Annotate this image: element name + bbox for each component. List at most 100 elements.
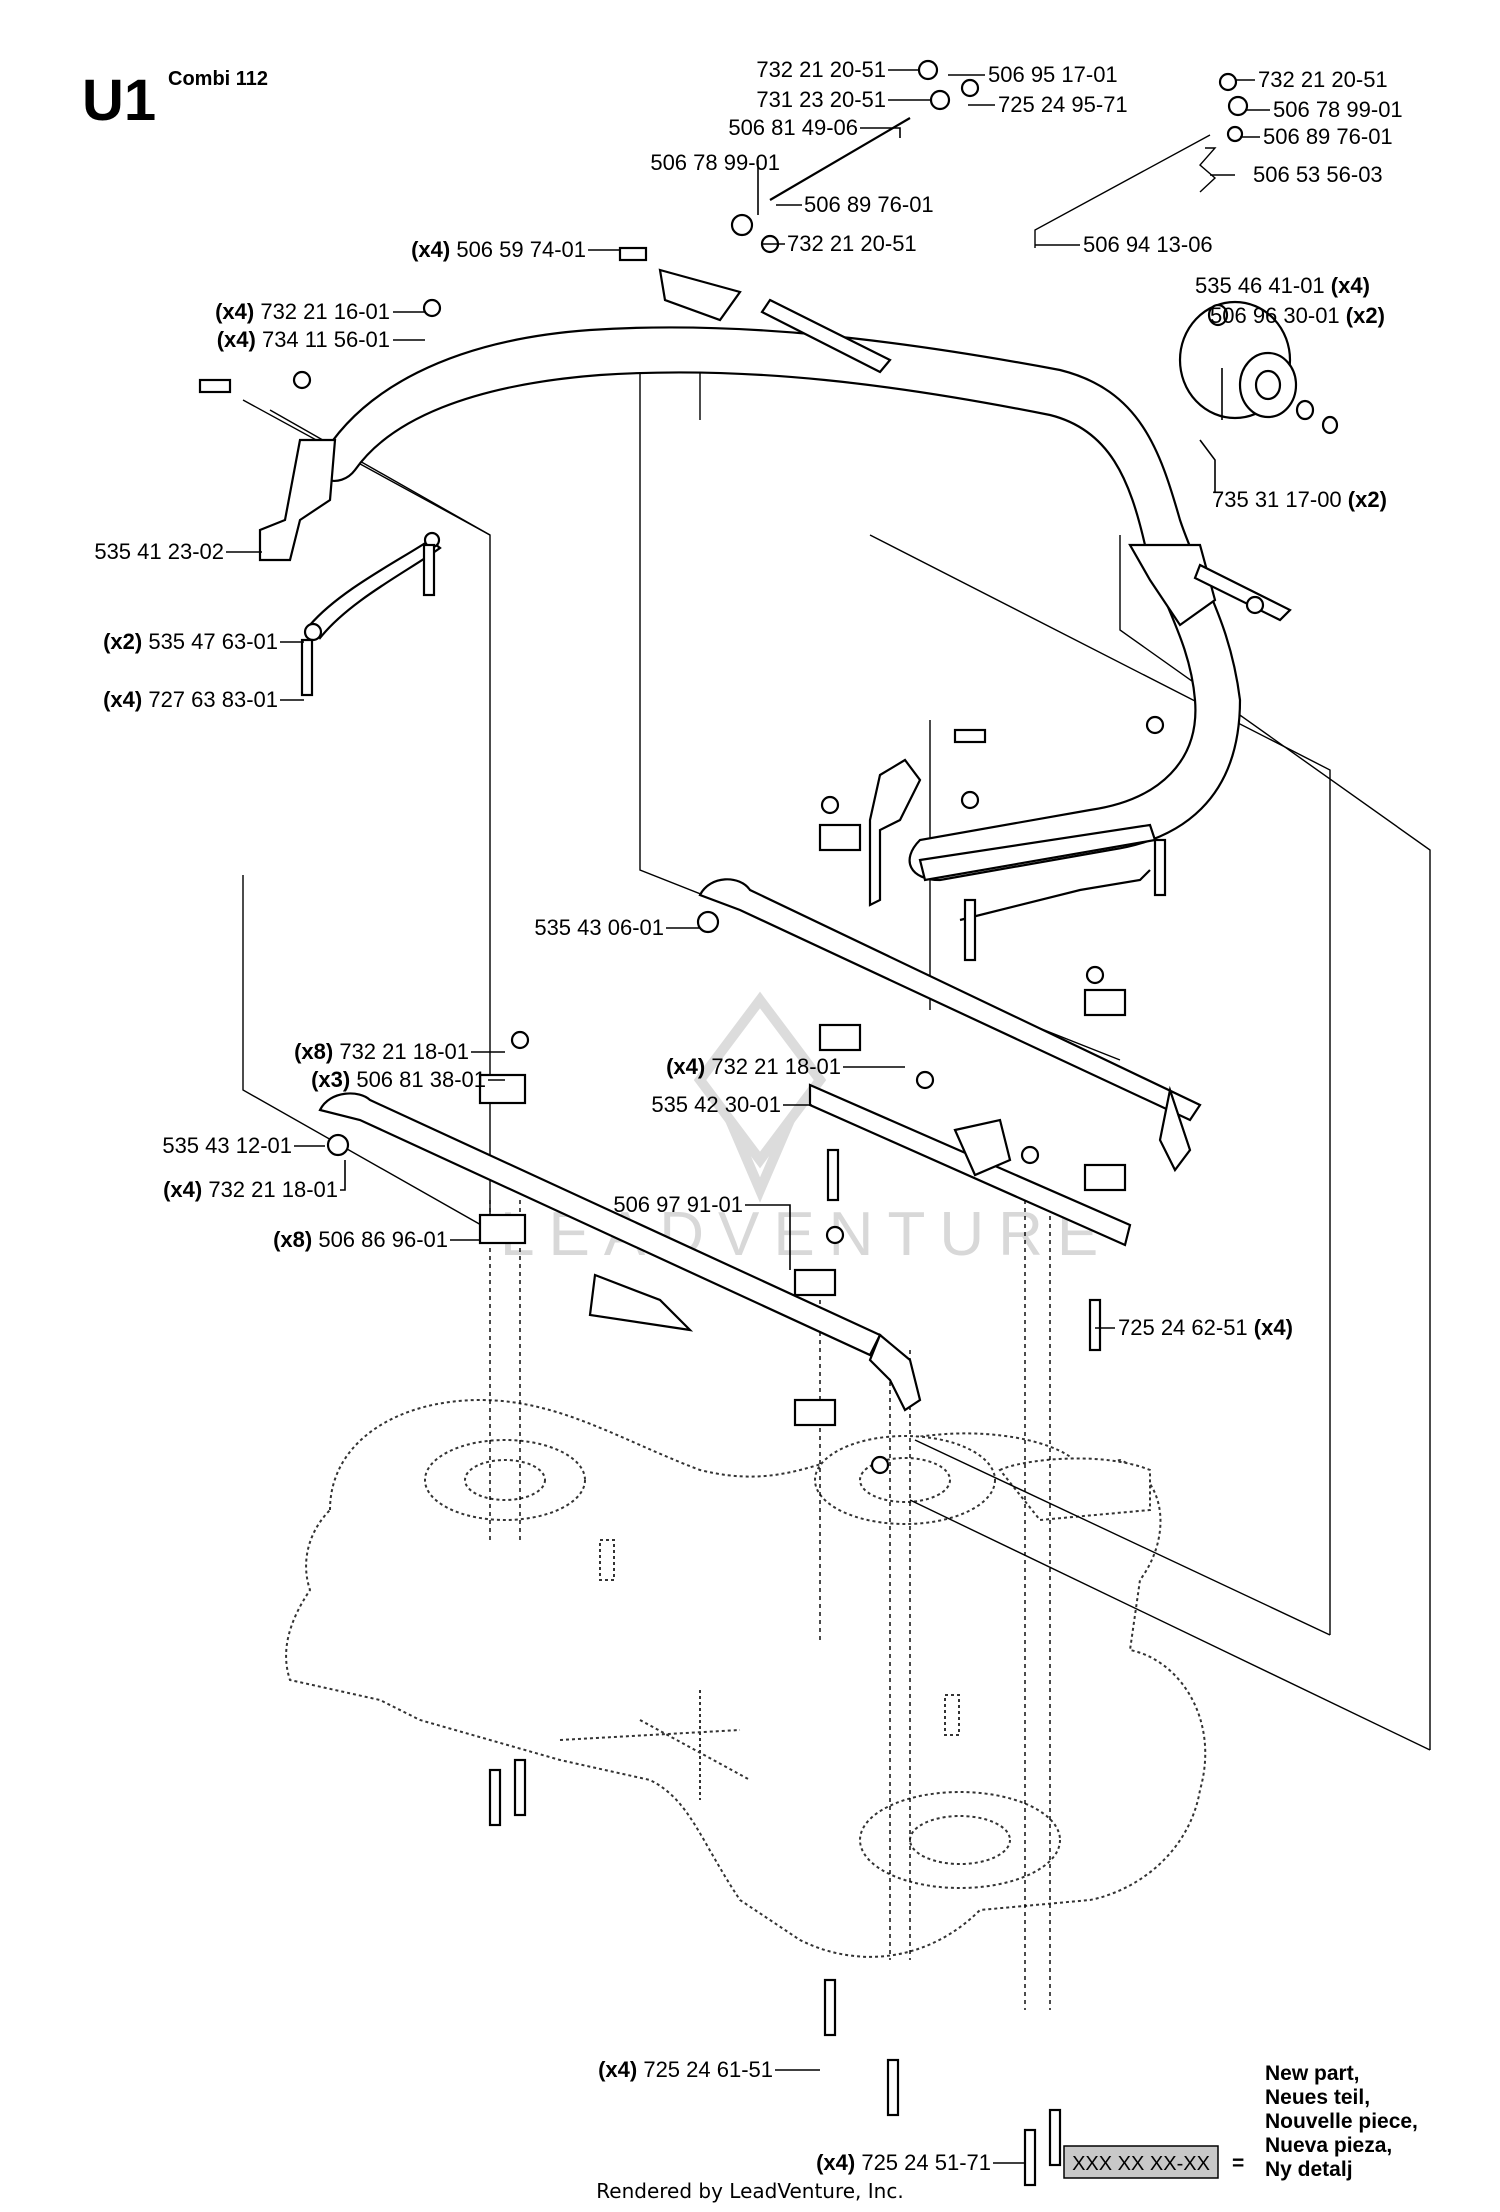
watermark-logo-icon [693,991,827,1203]
part-number: 732 21 18-01 [711,1054,841,1079]
part-number: 535 41 23-02 [94,539,224,564]
callout-c31: 506 97 91-01 [613,1192,743,1217]
part-number: 725 24 51-71 [861,2150,991,2175]
callout-labels: 732 21 20-51 731 23 20-51 506 81 49-06 5… [94,57,1402,2175]
callout-c34: (x4) 725 24 51-71 [816,2150,991,2175]
callout-c11: 506 89 76-01 [1263,124,1393,149]
callout-c8: 732 21 20-51 [787,231,917,256]
qty: (x2) [1346,303,1385,328]
qty: (x2) [1348,487,1387,512]
part-number: 506 81 38-01 [356,1067,486,1092]
callout-c25: (x3) 506 81 38-01 [311,1067,486,1092]
legend-line-4: Nueva pieza, [1265,2134,1392,2157]
part-number: 535 46 41-01 [1195,273,1325,298]
part-number: 506 78 99-01 [1273,97,1403,122]
legend-line-2: Neues teil, [1265,2086,1370,2109]
callout-c20: 535 41 23-02 [94,539,224,564]
middle-lift-bar [696,878,1202,1173]
part-number: 731 23 20-51 [756,87,886,112]
callout-c14: (x4) 506 59 74-01 [411,237,586,262]
callout-c17: 535 46 41-01 (x4) [1195,273,1370,298]
qty: (x4) [816,2150,855,2175]
qty: (x4) [598,2057,637,2082]
rear-bracket [868,758,1157,922]
legend-line-5: Ny detalj [1265,2158,1353,2181]
callout-c10: 506 78 99-01 [1273,97,1403,122]
callout-c24: (x8) 732 21 18-01 [294,1039,469,1064]
legend-line-3: Nouvelle piece, [1265,2110,1418,2133]
qty: (x4) [217,327,256,352]
callout-c2: 731 23 20-51 [756,87,886,112]
qty: (x4) [215,299,254,324]
front-lift-bar [318,1092,922,1412]
callout-c19: 735 31 17-00 (x2) [1212,487,1387,512]
top-linkage [730,59,1249,254]
part-number: 734 11 56-01 [262,327,390,352]
callout-c23: 535 43 06-01 [534,915,664,940]
qty: (x4) [1254,1315,1293,1340]
part-number: 506 81 49-06 [728,115,858,140]
part-number: 506 94 13-06 [1083,232,1213,257]
part-number: 535 42 30-01 [651,1092,781,1117]
callout-c7: 506 89 76-01 [804,192,934,217]
part-number: 506 59 74-01 [456,237,586,262]
qty: (x4) [1331,273,1370,298]
qty: (x4) [411,237,450,262]
leader-lines [226,69,1270,2164]
part-number: 732 21 18-01 [339,1039,469,1064]
callout-c5: 506 95 17-01 [988,62,1118,87]
part-number: 732 21 18-01 [208,1177,338,1202]
callout-c18: 506 96 30-01 (x2) [1210,303,1385,328]
right-bracket [1128,543,1292,627]
part-number: 535 47 63-01 [148,629,278,654]
qty: (x3) [311,1067,350,1092]
roller-wheel [1178,300,1339,435]
top-shaft [658,268,892,374]
legend: XXX XX XX-XX = New part, Neues teil, Nou… [1063,2062,1418,2181]
callout-c12: 506 53 56-03 [1253,162,1383,187]
bolts [198,246,1167,2187]
callout-c21: (x2) 535 47 63-01 [103,629,278,654]
part-number: 506 96 30-01 [1210,303,1340,328]
qty: (x8) [273,1227,312,1252]
callout-c6: 725 24 95-71 [998,92,1128,117]
part-number: 732 21 20-51 [1258,67,1388,92]
callout-c4: 506 78 99-01 [650,150,780,175]
part-number: 732 21 16-01 [260,299,390,324]
legend-equals: = [1232,2152,1244,2175]
part-number: 725 24 61-51 [643,2057,773,2082]
callout-c22: (x4) 727 63 83-01 [103,687,278,712]
callout-c1: 732 21 20-51 [756,57,886,82]
plate-bracket [808,1083,1132,1247]
callout-c28: (x8) 506 86 96-01 [273,1227,448,1252]
callout-c30: 535 42 30-01 [651,1092,781,1117]
pivot-blocks [478,823,1127,1427]
qty: (x4) [666,1054,705,1079]
callout-c16: (x4) 734 11 56-01 [217,327,390,352]
footer-credit: Rendered by LeadVenture, Inc. [596,2179,903,2203]
callout-c33: (x4) 725 24 61-51 [598,2057,773,2082]
part-number: 506 78 99-01 [650,150,780,175]
part-number: 506 89 76-01 [1263,124,1393,149]
left-bracket [258,438,442,642]
callout-c13: 506 94 13-06 [1083,232,1213,257]
callout-c29: (x4) 732 21 18-01 [666,1054,841,1079]
part-number: 506 89 76-01 [804,192,934,217]
diagram-code: U1 [82,68,156,133]
part-number: 725 24 95-71 [998,92,1128,117]
part-number: 732 21 20-51 [787,231,917,256]
part-number: 506 95 17-01 [988,62,1118,87]
part-number: 506 97 91-01 [613,1192,743,1217]
qty: (x4) [103,687,142,712]
diagram-model: Combi 112 [168,68,268,90]
callout-c27: (x4) 732 21 18-01 [163,1177,338,1202]
callout-c3: 506 81 49-06 [728,115,858,140]
part-number: 735 31 17-00 [1212,487,1342,512]
part-number: 732 21 20-51 [756,57,886,82]
qty: (x4) [163,1177,202,1202]
alignment-lines [489,1200,1051,2010]
part-number: 535 43 12-01 [162,1133,292,1158]
cutting-deck [285,1398,1207,1958]
part-number: 506 86 96-01 [318,1227,448,1252]
